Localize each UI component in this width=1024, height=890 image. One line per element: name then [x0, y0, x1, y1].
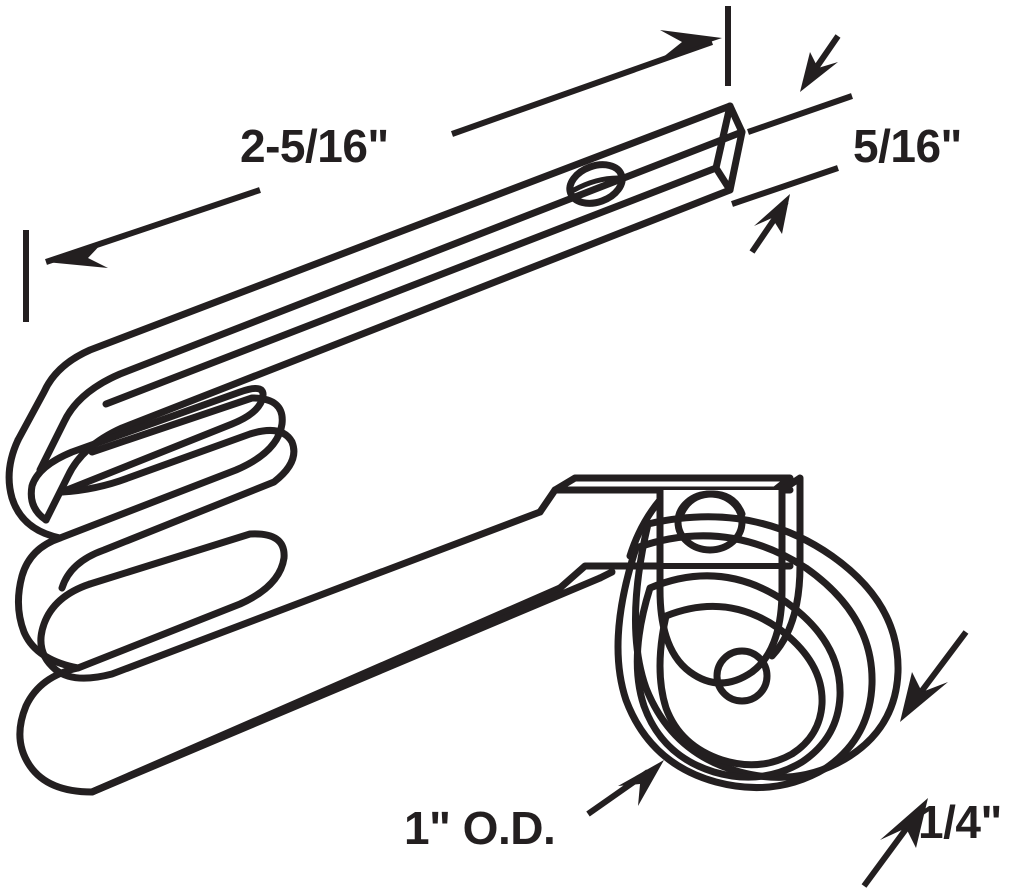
roller-wheel [614, 513, 902, 792]
part-geometry [5, 102, 902, 796]
dimension-annotations [23, 6, 969, 888]
width-leader-line-lower [731, 165, 839, 207]
serpentine-spring [5, 384, 604, 796]
axle-hole [713, 647, 771, 705]
length-dimension-label: 2-5/16" [240, 120, 389, 172]
wheel-od-dimension-label: 1" O.D. [404, 802, 555, 854]
width-leader-line-upper [747, 93, 853, 135]
width-arrowhead-lower [754, 194, 790, 234]
wheel-od-arrowhead [618, 760, 664, 806]
wheel-od-leader-graphics [586, 760, 664, 817]
wheel-width-dimension-graphics [861, 630, 969, 888]
width-arrowhead-upper [800, 52, 838, 92]
mounting-hole [566, 161, 626, 207]
length-arrowhead-left [46, 240, 108, 268]
length-dimension-line-right [450, 39, 714, 137]
length-arrowhead-right [660, 30, 722, 58]
wheel-width-dimension-label: 1/4" [918, 796, 1002, 848]
width-dimension-graphics [731, 34, 853, 254]
width-dimension-label: 5/16" [853, 120, 962, 172]
wheel-width-arrowhead-upper [900, 672, 948, 722]
wheel-width-arrowhead-lower [880, 798, 928, 848]
length-dimension-graphics [23, 6, 731, 322]
